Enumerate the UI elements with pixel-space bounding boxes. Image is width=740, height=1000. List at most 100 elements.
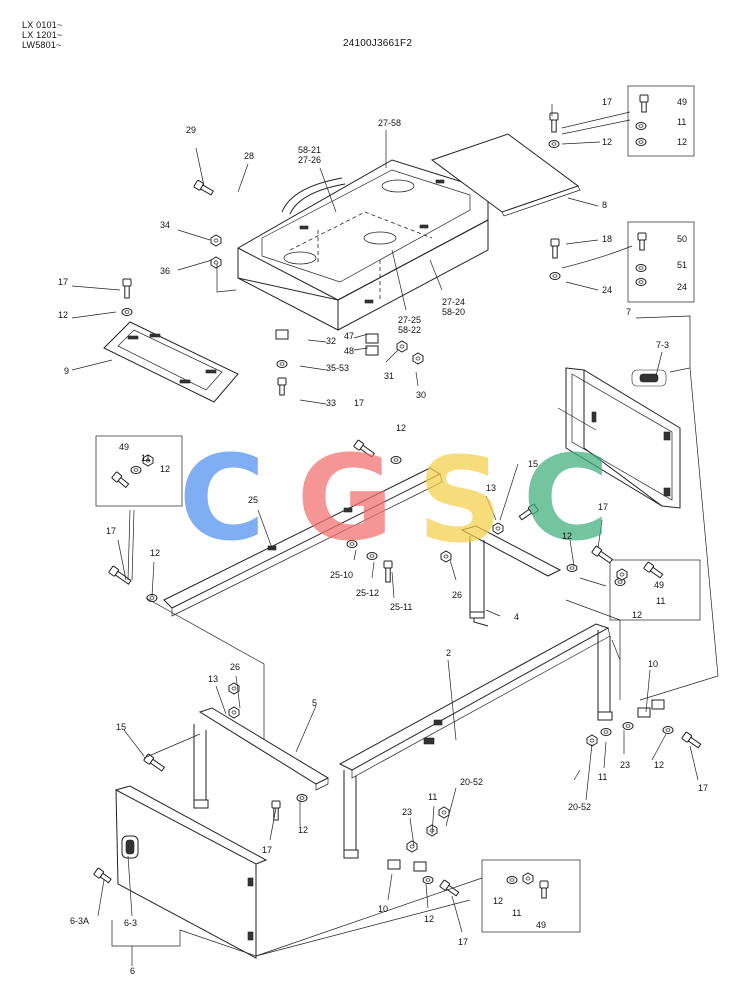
nut-icon <box>142 454 154 467</box>
nut-icon <box>438 806 450 819</box>
part-callout: 7 <box>626 307 631 317</box>
part-callout: 12 <box>602 137 612 147</box>
washer-icon <box>662 726 674 734</box>
bracket-icon <box>365 345 379 356</box>
door-panel-6 <box>115 785 268 959</box>
leader-lines <box>71 104 719 966</box>
bolt-icon <box>93 867 112 884</box>
nut-icon <box>492 522 504 535</box>
part-callout: 58-22 <box>398 325 421 335</box>
part-callout: 51 <box>677 260 687 270</box>
bolt-icon <box>122 278 132 299</box>
door-panel-7 <box>565 367 681 509</box>
part-callout: 2 <box>446 648 451 658</box>
part-callout: 12 <box>562 531 572 541</box>
part-callout: 11 <box>141 453 150 463</box>
bolt-icon <box>108 565 132 585</box>
nut-icon <box>228 682 240 695</box>
part-callout: 30 <box>416 390 426 400</box>
model-list: LX 0101~ LX 1201~ LW5801~ <box>22 20 62 50</box>
part-callout: 6 <box>130 966 135 976</box>
drawing-code: 24100J3661F2 <box>343 38 413 49</box>
bolt-icon <box>637 232 647 251</box>
part-callout: 20-52 <box>568 802 591 812</box>
fasteners <box>93 94 702 899</box>
nut-icon <box>412 352 424 365</box>
part-callout: 47 <box>344 331 354 341</box>
part-callout: 58-21 <box>298 145 321 155</box>
part-callout: 6-3A <box>70 916 89 926</box>
part-callout: 49 <box>536 920 546 930</box>
part-callout: 8 <box>602 200 607 210</box>
part-callout: 17 <box>458 937 468 947</box>
washer-icon <box>635 138 647 146</box>
bolt-icon <box>353 439 376 458</box>
frame-5 <box>193 707 330 809</box>
part-callout: 20-52 <box>460 777 483 787</box>
bracket-icon <box>275 329 289 340</box>
part-callout: 7-3 <box>656 340 669 350</box>
watermark-letter: C <box>179 429 266 567</box>
part-callout: 12 <box>58 310 68 320</box>
part-callout: 17 <box>602 97 612 107</box>
washer-icon <box>635 264 647 272</box>
washer-icon <box>296 794 308 802</box>
part-callout: 58-20 <box>442 307 465 317</box>
bracket-icon <box>387 859 401 870</box>
part-callout: 17 <box>354 398 364 408</box>
part-callout: 48 <box>344 346 354 356</box>
washer-icon <box>600 728 612 736</box>
part-callout: 49 <box>119 442 129 452</box>
washer-icon <box>635 278 647 286</box>
part-callout: 15 <box>528 459 538 469</box>
detail-box-top <box>95 85 701 933</box>
washer-icon <box>506 876 518 884</box>
part-callout: 17 <box>598 502 608 512</box>
nut-icon <box>210 234 222 247</box>
washer-icon <box>548 140 560 148</box>
washer-icon <box>566 564 578 572</box>
part-callout: 23 <box>402 807 412 817</box>
bracket-icon <box>413 861 427 872</box>
part-callout: 12 <box>150 548 160 558</box>
nut-icon <box>616 568 628 581</box>
part-callout: 12 <box>493 896 503 906</box>
part-callout: 35-53 <box>326 363 349 373</box>
part-callout: 24 <box>677 282 687 292</box>
bolt-icon <box>539 880 549 899</box>
part-callout: 28 <box>244 151 254 161</box>
part-callout: 23 <box>620 760 630 770</box>
part-callout: 5 <box>312 698 317 708</box>
part-callout: 12 <box>396 423 406 433</box>
washer-icon <box>366 552 378 560</box>
part-callout: 18 <box>602 234 612 244</box>
washer-icon <box>422 876 434 884</box>
part-callout: 9 <box>64 366 69 376</box>
part-callout: 10 <box>378 904 388 914</box>
bolt-icon <box>550 238 560 259</box>
watermark-letter: G <box>297 429 394 567</box>
part-callout: 11 <box>598 772 607 782</box>
model-code: LW5801~ <box>22 40 62 50</box>
part-callout: 36 <box>160 266 170 276</box>
bracket-icon <box>651 699 665 710</box>
part-callout: 26 <box>230 662 240 672</box>
bolt-icon <box>681 731 702 749</box>
bolt-icon <box>277 377 287 396</box>
nut-icon <box>228 706 240 719</box>
nut-icon <box>522 872 534 885</box>
nut-icon <box>440 550 452 563</box>
washer-icon <box>390 456 402 464</box>
plate-8 <box>430 133 581 217</box>
part-callout: 12 <box>632 610 642 620</box>
part-callout: 33 <box>326 398 336 408</box>
bolt-icon <box>643 561 664 579</box>
bolt-icon <box>111 471 130 489</box>
part-callout: 32 <box>326 336 336 346</box>
nut-icon <box>210 256 222 269</box>
bracket-icon <box>637 707 651 718</box>
part-callout: 13 <box>486 483 496 493</box>
part-callout: 11 <box>428 792 437 802</box>
